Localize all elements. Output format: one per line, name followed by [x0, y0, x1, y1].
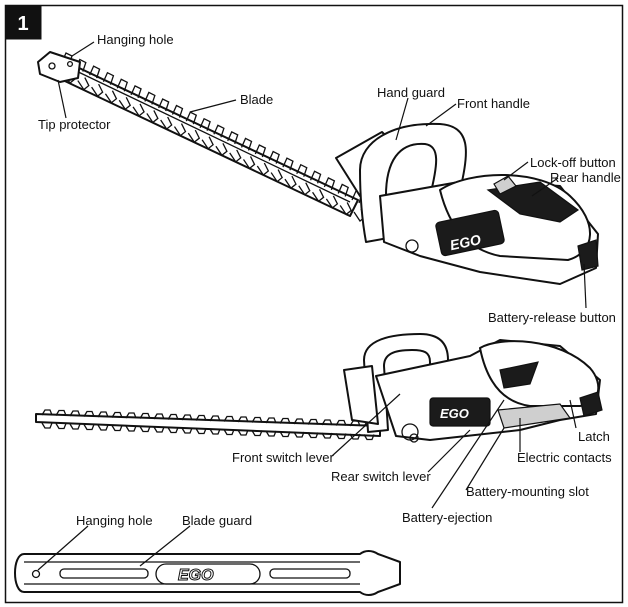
figure-number: 1 [17, 13, 28, 35]
label-hanging-hole-guard: Hanging hole [76, 513, 153, 528]
blade-tooth [55, 409, 67, 430]
blade-tooth [237, 416, 249, 436]
label-front-switch-lever: Front switch lever [232, 450, 335, 465]
blade-tooth [199, 117, 214, 150]
blade-tooth [307, 418, 319, 439]
top-leader-lines [57, 41, 587, 309]
blade-tooth [116, 78, 132, 111]
blade-tooth [130, 84, 145, 117]
blade-tooth [213, 124, 228, 157]
label-battery-ejection: Battery-ejection [402, 510, 492, 525]
blade-tooth [296, 163, 311, 196]
blade-tooth [97, 411, 109, 431]
blade-tooth [89, 65, 104, 98]
blade-tooth [337, 183, 353, 216]
blade-tooth [125, 412, 137, 432]
label-hand-guard: Hand guard [377, 85, 445, 100]
blade-tooth [254, 144, 270, 176]
top-view-trimmer: EGO [37, 51, 599, 285]
figure-number-tab: 1 [5, 5, 42, 40]
blade-tooth [282, 157, 297, 190]
label-battery-release-button: Battery-release button [488, 310, 616, 325]
top-body-illustration: EGO [379, 173, 599, 285]
blade-tooth [279, 417, 291, 438]
blade-tooth [227, 130, 242, 163]
blade-tooth [185, 111, 201, 144]
middle-body-illustration: EGO [375, 339, 603, 443]
bottom-leader-lines [37, 525, 191, 571]
label-lock-off-button: Lock-off button [530, 155, 616, 170]
blade-guard-illustration: EGO [14, 550, 401, 596]
label-electric-contacts: Electric contacts [517, 450, 612, 465]
label-battery-mounting-slot: Battery-mounting slot [466, 484, 589, 499]
blade-tooth [83, 410, 95, 431]
label-rear-switch-lever: Rear switch lever [331, 469, 431, 484]
figure-frame [4, 4, 624, 604]
blade-tooth [181, 414, 193, 434]
blade-tooth [153, 413, 165, 433]
blade-tooth [158, 98, 173, 130]
blade-tooth [321, 419, 333, 439]
blade-tooth [223, 415, 235, 436]
label-front-handle: Front handle [457, 96, 530, 111]
blade-tooth [41, 409, 53, 429]
middle-view-trimmer: EGO [35, 333, 603, 443]
blade-tooth [323, 176, 339, 209]
middle-leader-lines [331, 393, 577, 509]
blade-guard-logo: EGO [178, 567, 214, 584]
blade-tooth [265, 417, 277, 437]
blade-tooth [335, 419, 347, 440]
blade-tooth [268, 150, 283, 183]
tip-protector-illustration [37, 51, 81, 83]
blade-tooth [171, 104, 187, 137]
label-latch: Latch [578, 429, 610, 444]
blade-tooth [139, 412, 151, 433]
label-blade-guard: Blade guard [182, 513, 252, 528]
middle-blade-illustration [35, 409, 381, 441]
blade-tooth [251, 416, 263, 437]
label-tip-protector: Tip protector [38, 117, 111, 132]
blade-tooth [69, 410, 81, 430]
blade-tooth [144, 91, 159, 124]
blade-tooth [167, 413, 179, 434]
blade-tooth [111, 411, 123, 432]
blade-tooth [240, 137, 256, 170]
blade-tooth [293, 418, 305, 438]
blade-tooth [209, 415, 221, 435]
blade-tooth [309, 170, 325, 203]
label-rear-handle: Rear handle [550, 170, 621, 185]
blade-tooth [195, 414, 207, 435]
blade-tooth [102, 71, 118, 104]
label-blade: Blade [240, 92, 273, 107]
label-hanging-hole-top: Hanging hole [97, 32, 174, 47]
middle-logo: EGO [440, 406, 469, 421]
top-logo: EGO [448, 231, 482, 253]
